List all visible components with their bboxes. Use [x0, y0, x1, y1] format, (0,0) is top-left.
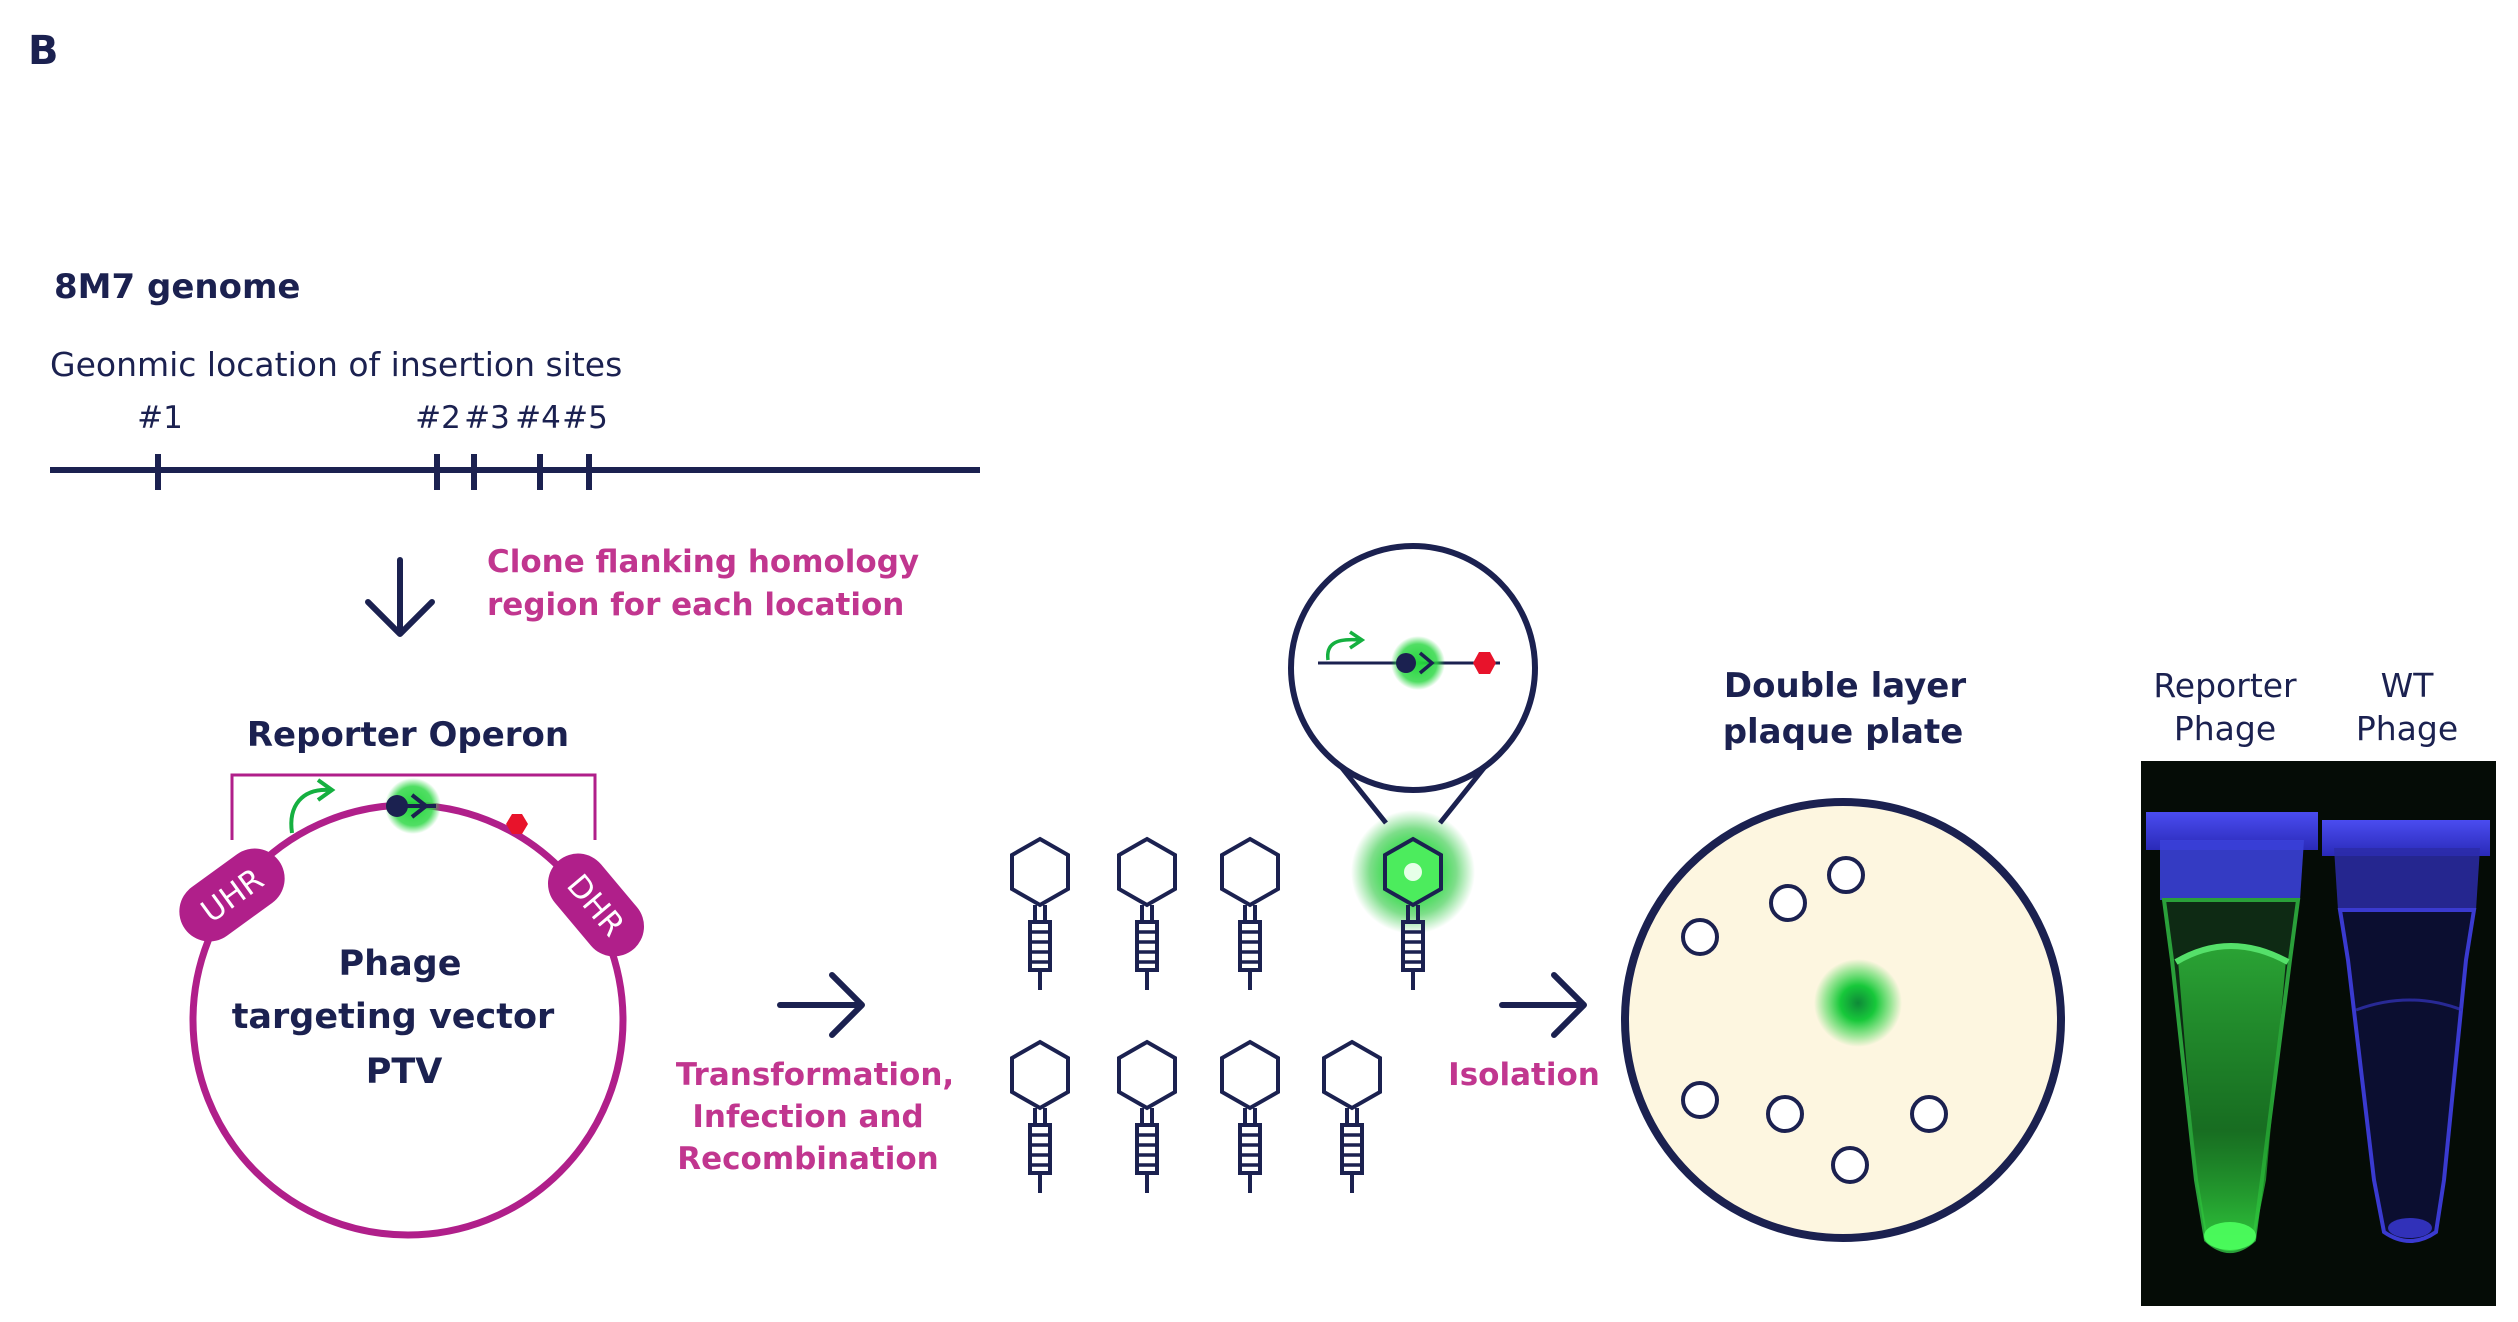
- panel-label: B: [28, 28, 59, 74]
- plaque: [1766, 1095, 1804, 1133]
- reporter-tube-label-line1: Reporter: [2153, 666, 2297, 705]
- site-label-2: #2: [415, 400, 461, 436]
- tube-fluorescence-photo: [2141, 761, 2496, 1306]
- plate-title-line1: Double layer: [1724, 666, 1966, 706]
- genome-title: 8M7 genome: [54, 267, 300, 307]
- reporter-phage-tube: [2146, 812, 2318, 1253]
- clone-step-line1: Clone flanking homology: [487, 544, 919, 580]
- phage-icon: [1322, 1040, 1382, 1195]
- transform-line3: Recombination: [677, 1141, 939, 1177]
- plaque: [1831, 1146, 1869, 1184]
- genome-section: 8M7 genome Geonmic location of insertion…: [50, 267, 980, 490]
- phage-icon: [1220, 837, 1280, 992]
- plasmid-vector: UHR DHR Phage targeting vector PTV: [179, 778, 644, 1239]
- down-arrow-icon: [365, 557, 435, 637]
- plaque: [1910, 1095, 1948, 1133]
- right-arrow-icon: [777, 972, 865, 1038]
- rbs-dot-icon: [386, 795, 408, 817]
- clone-step-line2: region for each location: [487, 587, 904, 623]
- phage-icon: [1117, 1040, 1177, 1195]
- plaque: [1827, 856, 1865, 894]
- phage-population: [1010, 810, 1475, 1195]
- ptv-line2: targeting vector: [232, 997, 555, 1037]
- transform-line1: Transformation,: [676, 1057, 954, 1093]
- site-label-5: #5: [562, 400, 608, 436]
- operon-bracket: [230, 773, 597, 840]
- isolation-label: Isolation: [1448, 1057, 1600, 1093]
- plaque: [1769, 884, 1807, 922]
- wt-tube-label-line2: Phage: [2356, 709, 2458, 748]
- ptv-line1: Phage: [339, 944, 462, 984]
- insertion-site-ticks: [155, 454, 592, 490]
- magnified-genome-callout: [1288, 543, 1538, 825]
- phage-icon: [1117, 837, 1177, 992]
- reporter-tube-label-line2: Phage: [2174, 709, 2276, 748]
- wt-phage-tube: [2322, 820, 2490, 1243]
- plaque: [1681, 918, 1719, 956]
- phage-icon: [1010, 1040, 1070, 1195]
- ptv-line3: PTV: [366, 1052, 443, 1092]
- phage-icon: [1220, 1040, 1280, 1195]
- promoter-arrowhead: [316, 778, 336, 802]
- plate-title-line2: plaque plate: [1723, 712, 1964, 752]
- genome-subtitle: Geonmic location of insertion sites: [50, 345, 622, 384]
- promoter-arrow-icon: [289, 787, 331, 834]
- plaque-plate: [1621, 798, 2065, 1242]
- site-label-3: #3: [464, 400, 510, 436]
- plaque: [1681, 1081, 1719, 1119]
- wt-tube-label-line1: WT: [2381, 666, 2435, 705]
- operon-label: Reporter Operon: [247, 715, 569, 755]
- site-label-1: #1: [137, 400, 183, 436]
- reporter-phage-icon: [1351, 810, 1475, 990]
- uhr-region: UHR: [179, 848, 285, 942]
- transform-line2: Infection and: [692, 1099, 923, 1135]
- isolation-arrow-icon: [1499, 972, 1587, 1038]
- fluorescent-plaque: [1814, 959, 1902, 1047]
- phage-icon: [1010, 837, 1070, 992]
- site-label-4: #4: [515, 400, 561, 436]
- terminator-icon: [506, 814, 528, 834]
